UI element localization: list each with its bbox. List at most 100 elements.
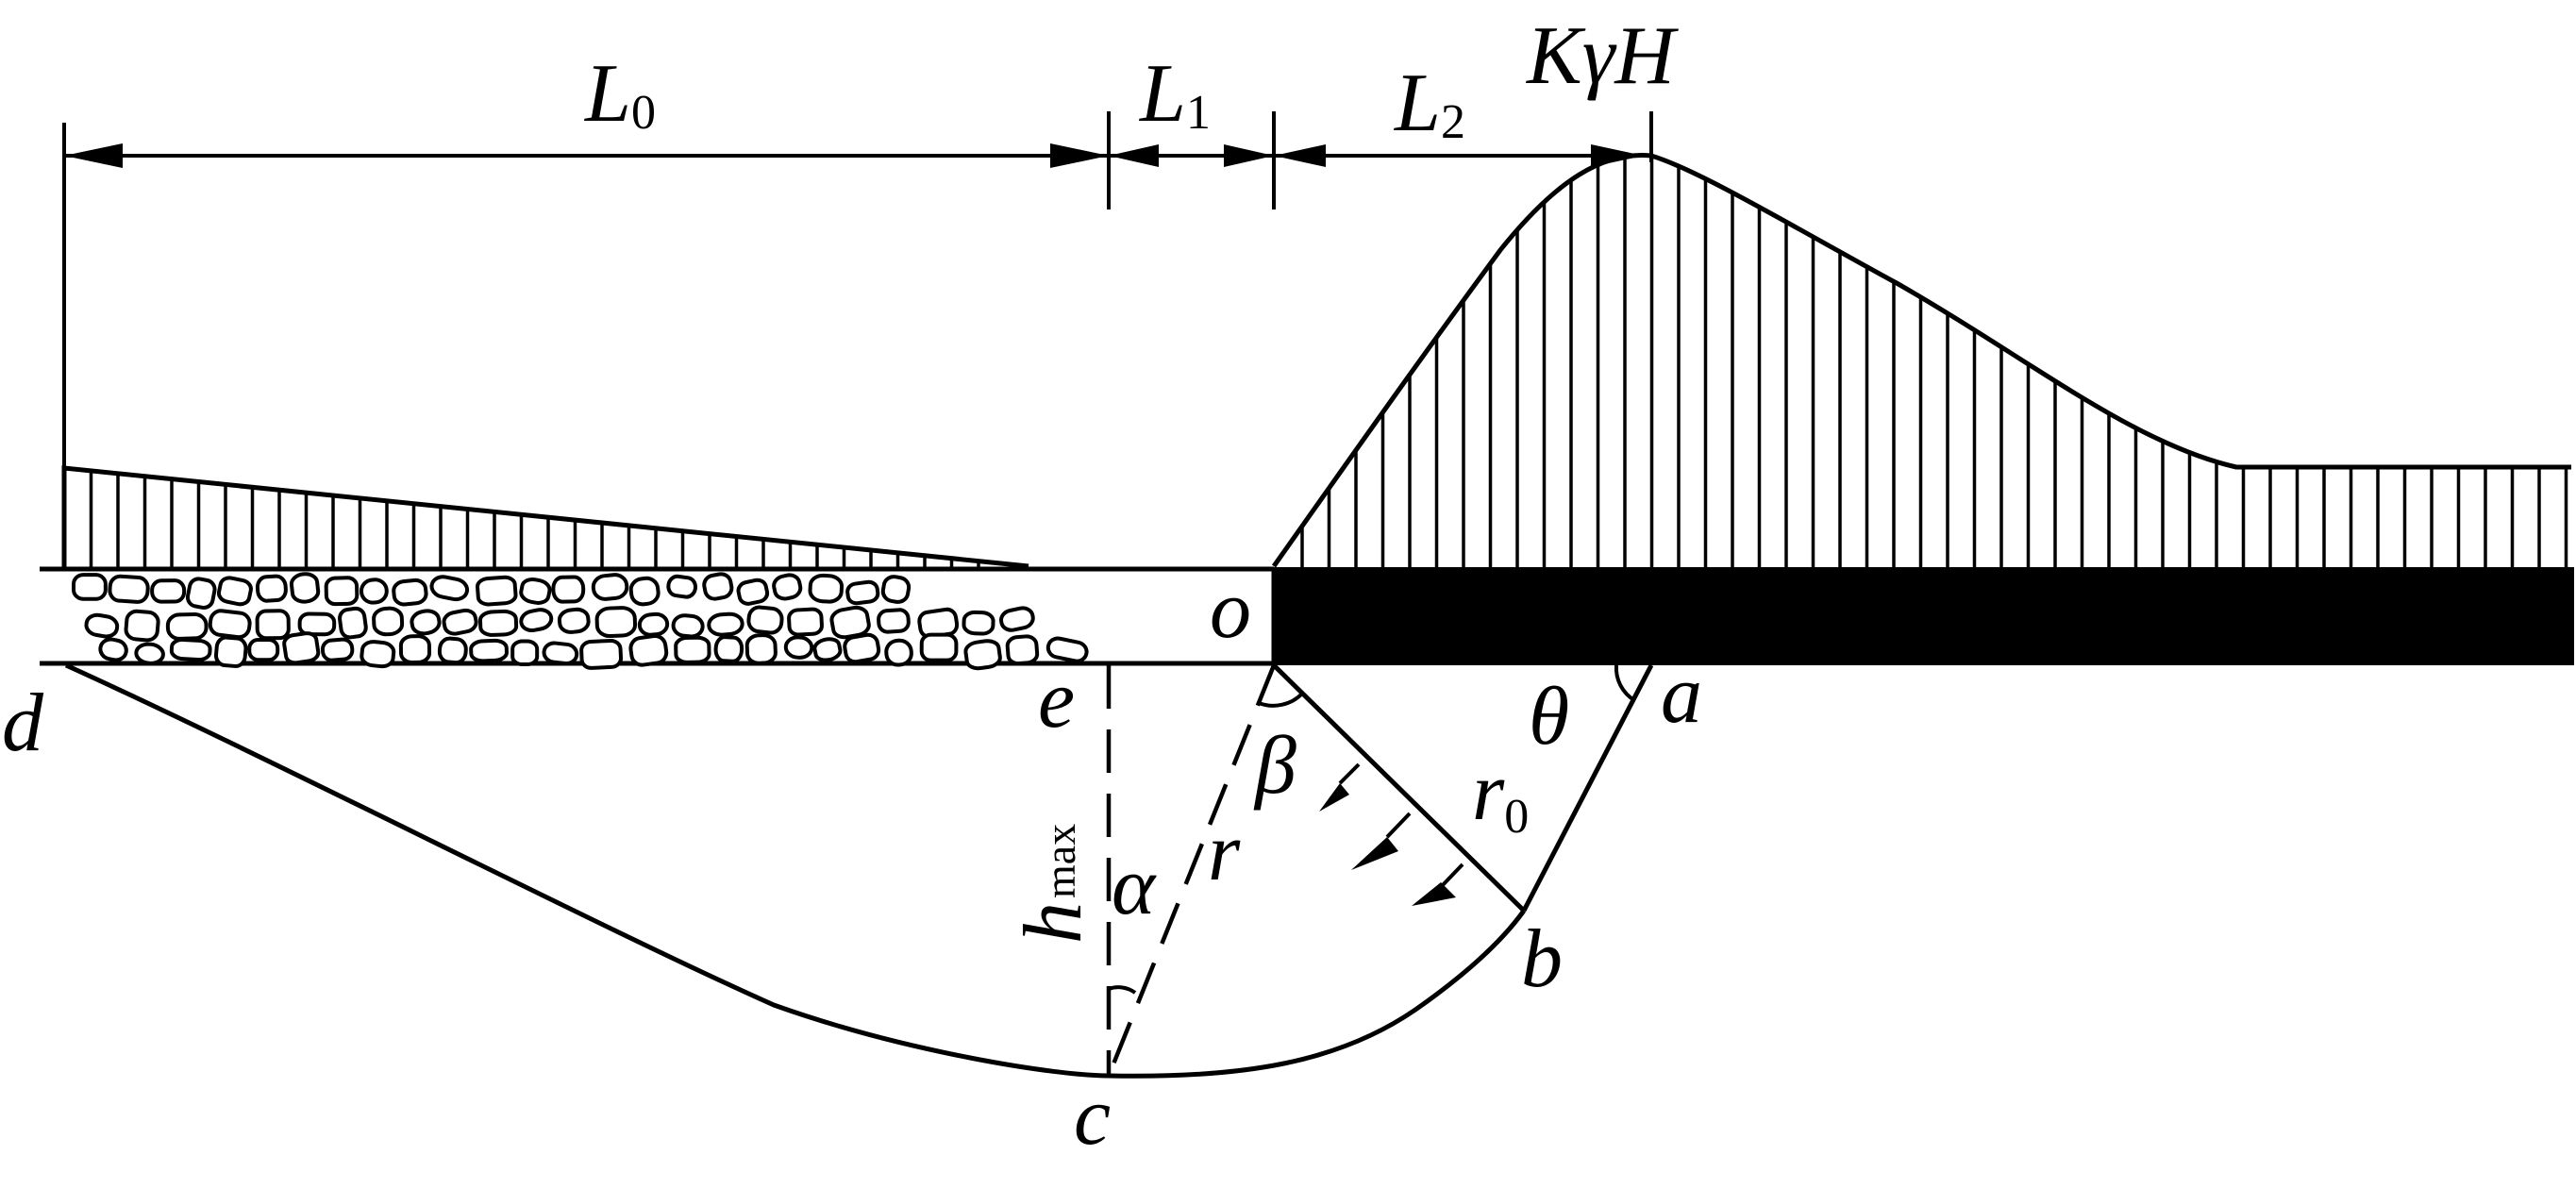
rubble-block xyxy=(736,578,770,606)
arrowhead-L2-left xyxy=(1274,144,1326,167)
rubble-block xyxy=(783,635,814,660)
rubble-block xyxy=(185,577,217,611)
rubble-block xyxy=(702,572,734,601)
rubble-block xyxy=(812,637,843,662)
line-ab xyxy=(1521,663,1654,913)
rubble-block xyxy=(108,574,150,604)
arrowhead-L0-right xyxy=(1050,143,1109,168)
rubble-block xyxy=(884,638,913,667)
label-point-d: d xyxy=(2,678,44,769)
velocity-arrow-3 xyxy=(1439,862,1464,889)
coal-seam-solid xyxy=(1274,567,2574,665)
abutment-load-curve xyxy=(1271,152,2571,568)
rubble-block xyxy=(772,573,803,601)
label-point-o: o xyxy=(1210,564,1251,656)
goaf-rubble xyxy=(72,572,1089,671)
rubble-block xyxy=(324,576,360,607)
rubble-block xyxy=(519,578,552,605)
line-oc-dashed xyxy=(1106,664,1277,1077)
rubble-block xyxy=(671,613,705,639)
velocity-arrowhead-2 xyxy=(1351,837,1398,870)
rubble-block xyxy=(477,609,519,637)
velocity-arrowhead-1 xyxy=(1319,783,1349,812)
rubble-block xyxy=(72,573,108,601)
dimension-lines xyxy=(62,111,1653,472)
rubble-block xyxy=(437,636,468,665)
rubble-block xyxy=(150,578,187,604)
rubble-block xyxy=(360,640,396,669)
abutment-load-hatching xyxy=(1300,156,2568,569)
rubble-block xyxy=(134,642,165,665)
rubble-block xyxy=(963,639,1002,671)
goaf-load-hatching xyxy=(62,468,980,569)
rubble-block xyxy=(1045,636,1089,663)
rubble-block xyxy=(214,635,248,668)
rubble-block xyxy=(398,634,432,664)
label-point-e: e xyxy=(1038,654,1075,745)
rubble-block xyxy=(579,638,624,670)
rubble-block xyxy=(169,637,212,662)
label-angle-beta: β xyxy=(1253,720,1296,812)
rubble-block xyxy=(216,576,253,607)
rubble-block xyxy=(247,637,280,662)
rubble-block xyxy=(787,607,824,637)
label-radius-r0: r0 xyxy=(1472,746,1529,844)
rubble-block xyxy=(845,579,880,606)
rubble-block xyxy=(591,573,629,601)
rubble-block xyxy=(124,609,160,643)
rubble-block xyxy=(359,578,389,605)
rubble-block xyxy=(297,611,337,637)
rubble-block xyxy=(666,574,697,599)
rubble-block xyxy=(999,606,1035,632)
goaf-load-diagram xyxy=(61,465,1029,571)
rubble-block xyxy=(429,575,470,602)
rubble-block xyxy=(746,605,784,635)
rubble-block xyxy=(282,631,321,665)
rubble-block xyxy=(877,608,911,634)
label-angle-theta: θ xyxy=(1529,671,1569,762)
arrowhead-L1-left xyxy=(1109,144,1159,167)
rubble-block xyxy=(208,609,252,640)
label-L1: L1 xyxy=(1138,48,1211,140)
velocity-arrowhead-3 xyxy=(1412,882,1456,906)
rubble-block xyxy=(255,609,291,641)
arc-alpha xyxy=(1108,985,1137,995)
failure-curve-cb xyxy=(1108,909,1527,1079)
rubble-block xyxy=(542,641,579,666)
rubble-block xyxy=(551,575,586,604)
rubble-block xyxy=(338,606,368,640)
rubble-block xyxy=(962,610,995,636)
rubble-block xyxy=(442,608,478,636)
arrowhead-L0-left xyxy=(64,143,123,168)
rubble-block xyxy=(637,611,670,637)
label-L2: L2 xyxy=(1393,58,1465,149)
velocity-arrow-2 xyxy=(1385,812,1412,839)
rubble-block xyxy=(165,611,209,641)
failure-curve-dc xyxy=(64,662,1110,1079)
label-angle-alpha: α xyxy=(1112,841,1157,932)
abutment-load-diagram xyxy=(1271,152,2571,569)
rubble-block xyxy=(98,637,128,662)
rubble-block xyxy=(519,608,554,633)
rubble-block xyxy=(594,606,638,639)
label-L0: L0 xyxy=(583,48,656,140)
rubble-block xyxy=(707,611,744,637)
rubble-block xyxy=(674,635,711,664)
rubble-block xyxy=(843,632,881,664)
label-radius-r: r xyxy=(1208,807,1241,898)
arc-theta xyxy=(1614,664,1636,702)
rubble-block xyxy=(808,573,845,604)
velocity-arrows xyxy=(1319,762,1464,906)
rubble-block xyxy=(289,572,321,604)
label-point-b: b xyxy=(1521,913,1563,1005)
rubble-block xyxy=(919,632,959,662)
arrowhead-L1-right xyxy=(1224,144,1274,167)
rubble-block xyxy=(510,639,540,667)
rubble-block xyxy=(713,635,744,663)
rubble-block xyxy=(84,612,120,639)
seam-layer xyxy=(40,566,2574,671)
arc-beta xyxy=(1258,692,1304,708)
rubble-block xyxy=(744,633,778,665)
